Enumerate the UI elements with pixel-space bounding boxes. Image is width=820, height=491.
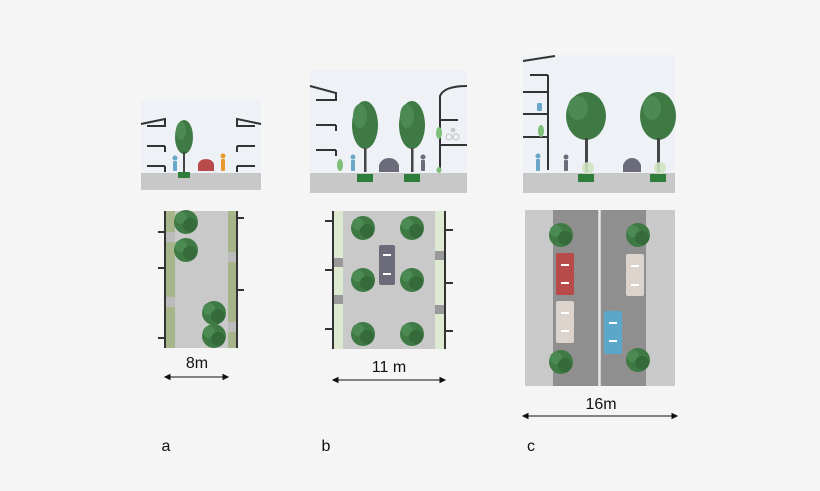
car-c bbox=[623, 158, 641, 172]
tree-plan-b-3 bbox=[351, 268, 375, 292]
car-a bbox=[198, 159, 214, 171]
ground-b bbox=[310, 173, 467, 193]
facade-lines-a bbox=[158, 211, 244, 348]
tree-plan-a-1 bbox=[174, 210, 198, 234]
car-plan-c-red bbox=[556, 253, 574, 295]
tree-b-2 bbox=[399, 101, 425, 182]
tree-plan-a-4 bbox=[202, 324, 226, 348]
small-plant-b bbox=[337, 127, 442, 173]
tree-plan-a-2 bbox=[174, 238, 198, 262]
section-view-c bbox=[522, 55, 676, 193]
width-label-a: 8m bbox=[186, 355, 208, 372]
ground-c bbox=[523, 173, 675, 193]
balcony-people-c bbox=[537, 103, 544, 137]
building-left-a bbox=[140, 117, 166, 172]
person-blue-a bbox=[172, 155, 178, 171]
tree-plan-b-1 bbox=[351, 216, 375, 240]
car-plan-b bbox=[379, 245, 395, 285]
tree-plan-a-3 bbox=[202, 301, 226, 325]
dimension-c bbox=[521, 412, 679, 420]
cyclist-b bbox=[445, 127, 460, 141]
dimension-b bbox=[331, 376, 447, 384]
sidewalk-right-a bbox=[228, 211, 236, 348]
building-right-b bbox=[439, 85, 468, 170]
building-left-c bbox=[522, 55, 556, 170]
tree-a bbox=[175, 120, 193, 178]
plan-view-a bbox=[158, 210, 244, 348]
road-plan-a bbox=[166, 211, 236, 348]
panel-letter-b: b bbox=[322, 438, 331, 455]
plan-view-c bbox=[525, 210, 675, 386]
panel-a: 8m a bbox=[140, 100, 262, 455]
person-c-2 bbox=[563, 154, 569, 171]
tree-b-1 bbox=[352, 101, 378, 182]
person-b-1 bbox=[350, 154, 356, 171]
width-label-b: 11 m bbox=[372, 359, 406, 376]
panel-letter-a: a bbox=[162, 438, 171, 455]
sidewalk-left-b bbox=[333, 211, 343, 349]
tree-plan-c-4 bbox=[626, 348, 650, 372]
tree-plan-c-3 bbox=[549, 350, 573, 374]
tree-plan-c-1 bbox=[549, 223, 573, 247]
panel-b: 11 m b bbox=[309, 70, 468, 455]
panel-c: 16m c bbox=[521, 55, 679, 455]
tree-plan-b-4 bbox=[400, 268, 424, 292]
plan-view-b bbox=[325, 211, 453, 349]
tree-plan-b-5 bbox=[351, 322, 375, 346]
section-view-b bbox=[309, 70, 468, 193]
sidewalk-left-a bbox=[166, 211, 175, 348]
building-left-b bbox=[309, 85, 337, 156]
tree-plan-c-2 bbox=[626, 223, 650, 247]
sidewalk-right-b bbox=[435, 211, 445, 349]
person-orange-a bbox=[220, 153, 226, 171]
dimension-a bbox=[163, 373, 230, 381]
tree-c-1 bbox=[566, 92, 606, 182]
person-b-2 bbox=[420, 154, 426, 171]
car-plan-c-beige-2 bbox=[626, 254, 644, 296]
car-b bbox=[379, 158, 399, 172]
ground-a bbox=[141, 173, 261, 190]
tree-plan-b-6 bbox=[400, 322, 424, 346]
shrub-c bbox=[582, 162, 666, 174]
tree-plan-b-2 bbox=[400, 216, 424, 240]
car-plan-c-beige-1 bbox=[556, 301, 574, 343]
person-c-1 bbox=[535, 153, 541, 171]
panel-letter-c: c bbox=[527, 438, 535, 455]
tree-c-2 bbox=[640, 92, 676, 182]
car-plan-c-blue bbox=[604, 311, 622, 354]
building-right-a bbox=[236, 117, 262, 172]
facade-lines-b bbox=[325, 211, 453, 349]
width-label-c: 16m bbox=[585, 396, 616, 413]
section-view-a bbox=[140, 100, 262, 190]
